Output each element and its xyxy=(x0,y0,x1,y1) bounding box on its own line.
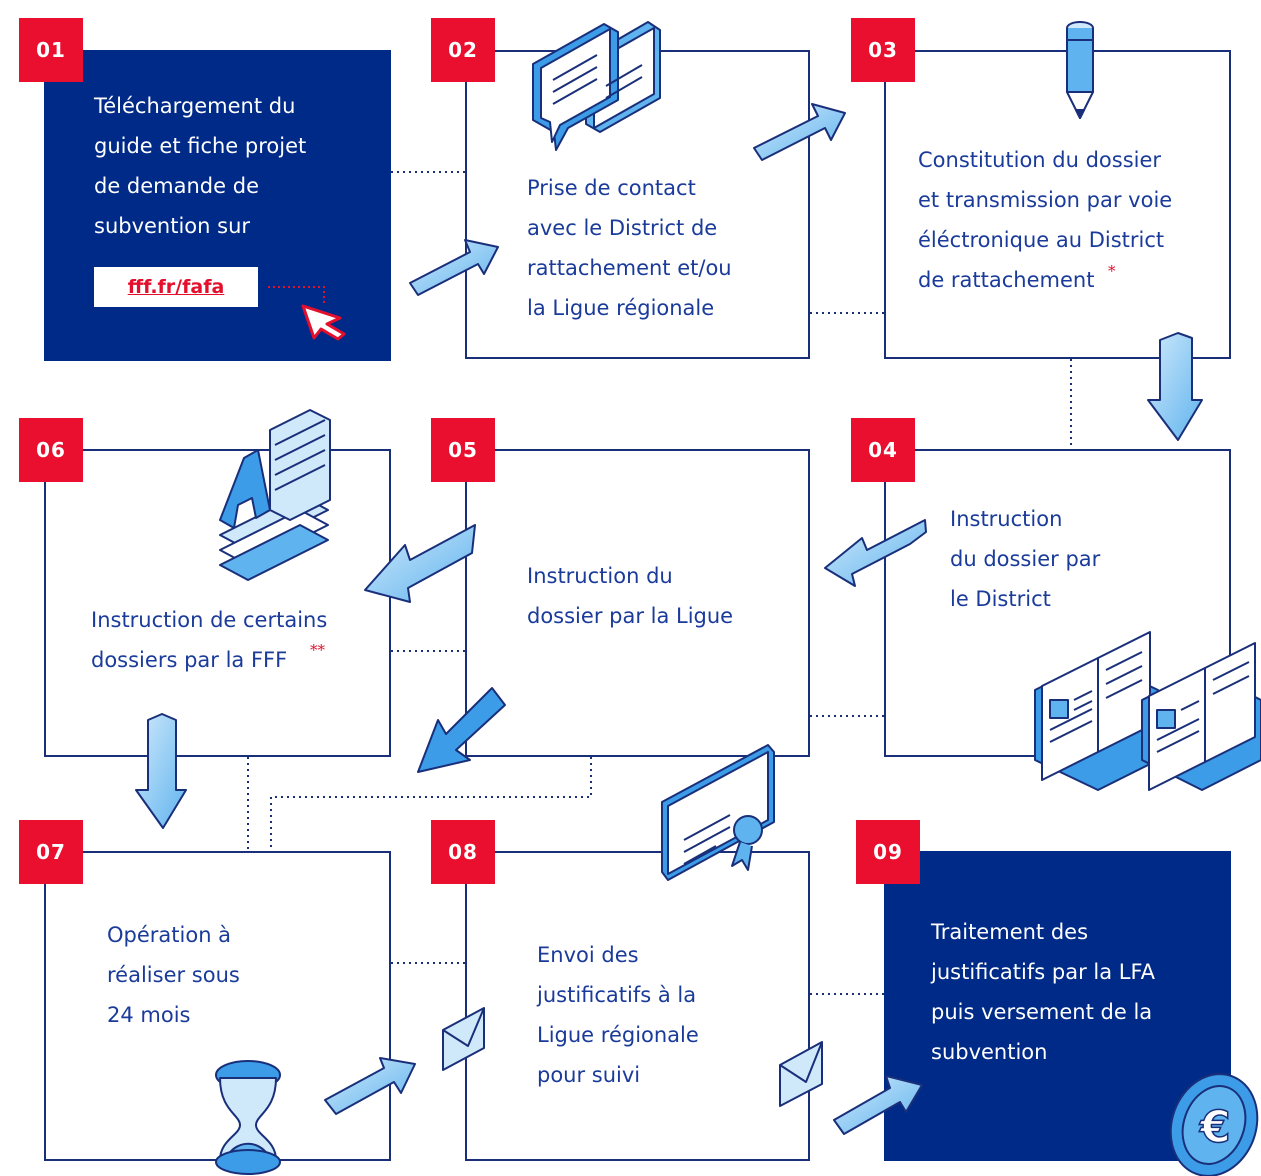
hourglass-icon xyxy=(215,1060,281,1175)
step-08-number: 08 xyxy=(431,820,495,884)
arrow-icon xyxy=(135,103,1203,1135)
step-08-text: Envoi des justificatifs à la Ligue régio… xyxy=(537,943,699,1087)
step-09-number: 09 xyxy=(856,820,920,884)
step-04-number: 04 xyxy=(851,418,915,482)
step-02-number: 02 xyxy=(431,18,495,82)
step-03-number: 03 xyxy=(851,18,915,82)
euro-coin-icon: € xyxy=(1169,1073,1259,1176)
fafa-link[interactable]: fff.fr/fafa xyxy=(94,267,258,307)
step-03-box xyxy=(884,50,1231,359)
envelope-icon xyxy=(442,1007,823,1107)
step-02-text: Prise de contact avec le District de rat… xyxy=(527,176,732,320)
chat-bubbles-icon xyxy=(532,21,661,151)
step-09-text: Traitement des justificatifs par la LFA … xyxy=(931,920,1155,1064)
step-05-number: 05 xyxy=(431,418,495,482)
step-08-box xyxy=(465,851,810,1161)
cursor-icon xyxy=(268,286,346,341)
letter-a-stack-icon xyxy=(219,409,331,581)
step-01-number: 01 xyxy=(19,18,83,82)
step-01-box xyxy=(44,50,391,361)
step-03-text: Constitution du dossier et transmission … xyxy=(918,148,1173,292)
certificate-icon xyxy=(661,744,775,881)
step-06-text: Instruction de certains dossiers par la … xyxy=(91,608,328,672)
dotted-connectors xyxy=(247,171,1072,995)
step-06-footnote-mark: ** xyxy=(310,641,325,659)
step-06-box xyxy=(44,449,391,757)
step-06-number: 06 xyxy=(19,418,83,482)
step-04-text: Instruction du dossier par le District xyxy=(950,507,1101,611)
step-07-number: 07 xyxy=(19,820,83,884)
step-03-footnote-mark: * xyxy=(1108,262,1116,280)
svg-text:€: € xyxy=(1199,1102,1231,1153)
step-05-text: Instruction du dossier par la Ligue xyxy=(527,564,734,628)
pencil-icon xyxy=(1066,21,1094,119)
step-07-text: Opération à réaliser sous 24 mois xyxy=(107,923,240,1027)
step-09-box xyxy=(884,851,1231,1161)
step-05-box xyxy=(465,449,810,757)
books-icon xyxy=(1034,631,1261,791)
step-01-text: Téléchargement du guide et fiche projet … xyxy=(94,94,307,238)
